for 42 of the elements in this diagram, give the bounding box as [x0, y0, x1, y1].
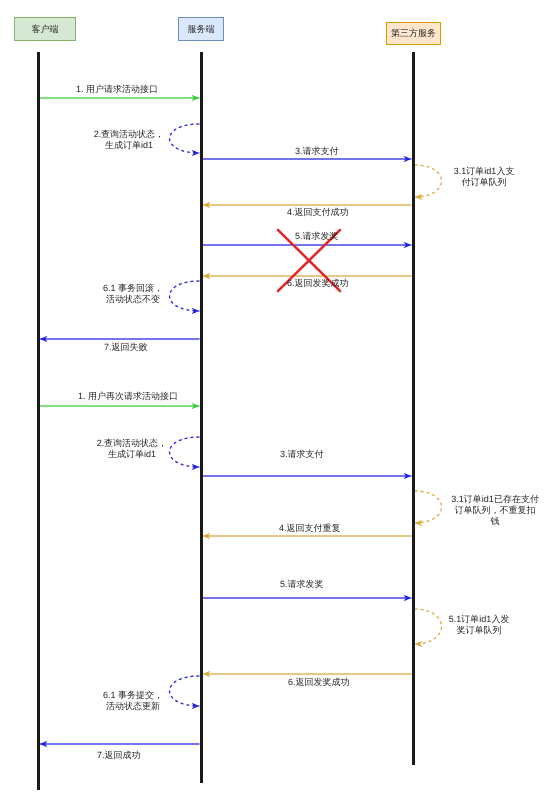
edge-label: 3.1订单id1已存在支付订单队列，不重复扣钱	[451, 494, 539, 527]
loop-arrow	[414, 608, 442, 647]
edge-label: 5.1订单id1入发奖订单队列	[448, 614, 510, 636]
edge-label: 3.请求支付	[295, 146, 339, 157]
loop-arrow	[414, 490, 442, 526]
lifeline	[412, 52, 414, 765]
edge-label: 6.返回发奖成功	[288, 677, 350, 688]
edge-label: 4.返回支付成功	[287, 207, 349, 218]
loop-arrow	[414, 164, 442, 200]
arrow	[202, 242, 412, 248]
edge-label: 1. 用户请求活动接口	[76, 84, 158, 95]
participant-box: 第三方服务	[386, 22, 441, 45]
arrow	[202, 472, 412, 480]
arrow	[40, 336, 200, 342]
lifeline	[36, 52, 40, 790]
arrow	[202, 272, 412, 280]
edge-label: 6.1 事务提交，活动状态更新	[102, 690, 164, 712]
participant-box: 客户端	[14, 17, 76, 41]
edge-label: 7.返回成功	[97, 750, 141, 761]
arrow	[202, 156, 412, 162]
edge-label: 3.1订单id1入支付订单队列	[452, 166, 516, 188]
edge-label: 5.请求发奖	[280, 579, 324, 590]
arrow	[40, 94, 200, 102]
loop-arrow	[169, 280, 200, 314]
edge-label: 4.返回支付重复	[279, 523, 341, 534]
loop-arrow	[169, 675, 200, 709]
lifeline	[200, 52, 202, 783]
arrow	[40, 402, 200, 410]
arrow	[202, 532, 412, 540]
arrow	[202, 202, 412, 208]
participant-box: 服务端	[178, 17, 224, 41]
edge-label: 1. 用户再次请求活动接口	[78, 391, 178, 402]
edge-label: 3.请求支付	[280, 449, 324, 460]
arrow	[202, 594, 412, 602]
edge-label: 7.返回失败	[104, 342, 148, 353]
edge-label: 2.查询活动状态，生成订单id1	[96, 438, 168, 460]
arrow	[202, 670, 412, 678]
loop-arrow	[169, 436, 200, 470]
arrow	[40, 740, 200, 748]
edge-label: 2.查询活动状态，生成订单id1	[92, 129, 166, 151]
loop-arrow	[169, 123, 200, 156]
edge-label: 6.1 事务回滚，活动状态不变	[102, 283, 164, 305]
